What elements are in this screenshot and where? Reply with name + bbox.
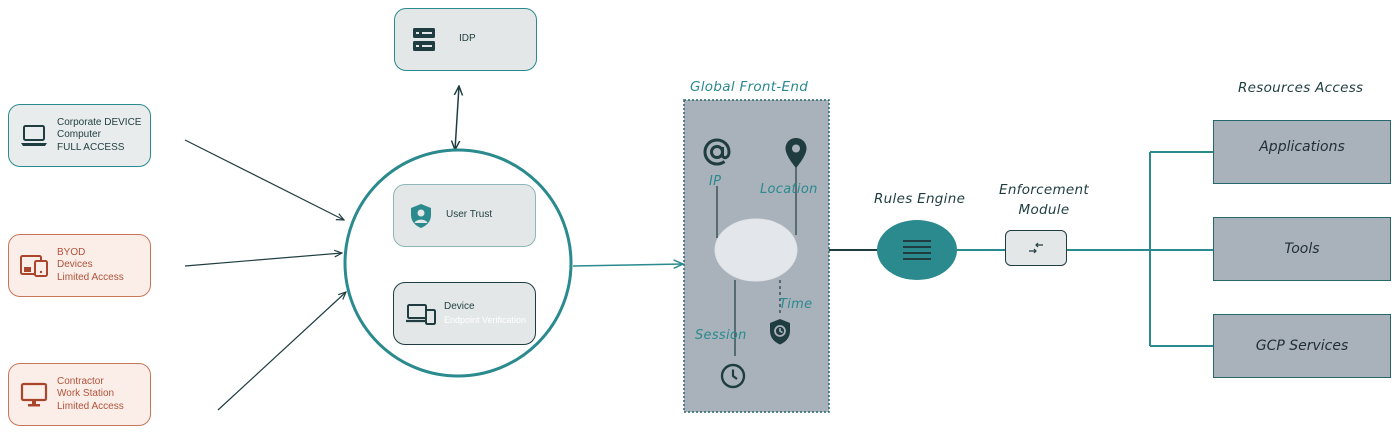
device-trust-sublabel: Endpoint Verification <box>444 314 527 325</box>
at-sign-icon <box>701 136 733 173</box>
location-label: Location <box>760 182 818 197</box>
resource-applications[interactable]: Applications <box>1213 120 1391 184</box>
server-icon <box>409 25 439 55</box>
enforcement-label: Enforcement Module <box>996 180 1092 220</box>
context-evaluation-node <box>714 218 798 282</box>
ip-label: IP <box>709 174 722 189</box>
arrow-idp-trust <box>455 86 459 150</box>
devices-icon <box>406 299 436 329</box>
enforcement-label-line-2: Module <box>1018 202 1070 218</box>
contractor-device-line-3: Limited Access <box>57 400 124 412</box>
contractor-device-line-1: Contractor <box>57 375 104 387</box>
clock-icon <box>720 363 746 394</box>
corporate-device-card[interactable]: Corporate DEVICE Computer FULL ACCESS <box>8 104 151 167</box>
contractor-device-line-2: Work Station <box>57 388 115 400</box>
session-label: Session <box>695 328 747 343</box>
idp-label: IDP <box>459 33 476 45</box>
arrow-byod-to-trust <box>184 253 342 267</box>
device-trust-label: Device <box>444 301 475 312</box>
shield-clock-icon <box>768 318 792 351</box>
rules-engine-label: Rules Engine <box>874 191 966 207</box>
location-pin-icon <box>784 137 808 174</box>
global-frontend-title: Global Front-End <box>690 79 809 95</box>
resource-bracket <box>1149 151 1213 347</box>
time-label: Time <box>779 297 813 312</box>
corporate-device-line-2: Computer <box>57 129 101 141</box>
arrow-trust-to-frontend <box>572 264 683 266</box>
corporate-device-line-1: Corporate DEVICE <box>57 116 142 128</box>
resource-gcp-services[interactable]: GCP Services <box>1213 314 1391 378</box>
byod-device-line-1: BYOD <box>57 246 86 258</box>
user-shield-icon <box>406 201 436 231</box>
device-trust-card[interactable]: Device Endpoint Verification <box>393 282 536 345</box>
monitor-icon <box>19 380 49 410</box>
enforcement-module-box[interactable] <box>1005 230 1067 266</box>
enforcement-label-line-1: Enforcement <box>999 182 1089 198</box>
byod-device-card[interactable]: BYOD Devices Limited Access <box>8 234 151 297</box>
corporate-device-line-3: FULL ACCESS <box>57 141 125 153</box>
arrow-corporate-to-trust <box>184 139 344 220</box>
resource-tools[interactable]: Tools <box>1213 217 1391 281</box>
rules-engine-node[interactable] <box>877 220 957 280</box>
contractor-device-card[interactable]: Contractor Work Station Limited Access <box>8 363 151 426</box>
arrow-contractor-to-trust <box>217 292 346 411</box>
user-trust-card[interactable]: User Trust <box>393 184 536 247</box>
byod-device-line-3: Limited Access <box>57 271 124 283</box>
idp-card[interactable]: IDP <box>394 8 537 71</box>
mobile-devices-icon <box>19 251 49 281</box>
resources-title: Resources Access <box>1238 80 1364 96</box>
user-trust-label: User Trust <box>446 209 493 221</box>
laptop-icon <box>19 121 49 151</box>
menu-lines-icon <box>903 240 931 260</box>
byod-device-line-2: Devices <box>57 259 93 271</box>
swap-arrows-icon <box>1029 242 1043 254</box>
